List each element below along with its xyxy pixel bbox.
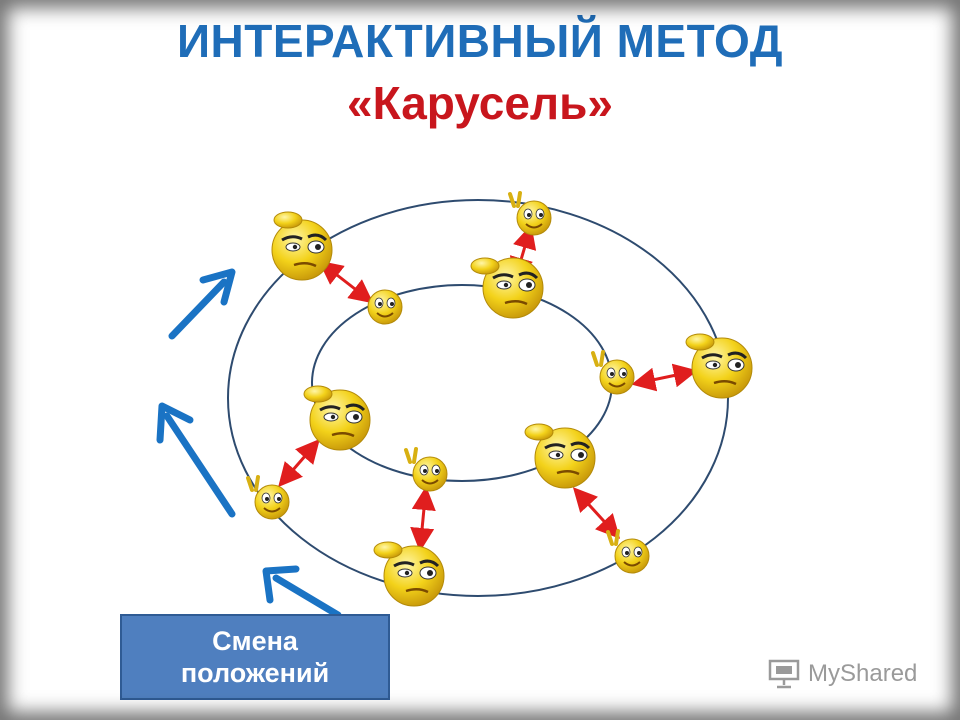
pair-arrow (278, 438, 320, 488)
pair-arrow (410, 486, 436, 552)
rotation-arrow (168, 268, 236, 340)
pair-arrow (318, 260, 374, 304)
label-line-1: Смена (212, 626, 298, 656)
brand-watermark: MyShared (768, 656, 917, 692)
peace-sign-smiley (367, 289, 403, 325)
peace-sign-smiley (591, 350, 635, 395)
label-line-2: положений (180, 658, 330, 688)
peace-sign-smiley (606, 529, 650, 574)
rotation-arrow (156, 402, 236, 518)
brand-text: MyShared (808, 660, 918, 687)
peace-sign-smiley (246, 475, 290, 520)
peace-sign-smiley (508, 191, 552, 236)
rotation-arrow (262, 565, 342, 619)
outer-ring (227, 199, 729, 597)
position-change-label: Смена положений (120, 614, 390, 700)
pair-arrow (631, 363, 698, 392)
thinking-smiley (524, 423, 596, 489)
peace-sign-smiley (404, 447, 448, 492)
thinking-smiley (303, 385, 371, 451)
slide-title: ИНТЕРАКТИВНЫЙ МЕТОД (176, 15, 784, 67)
presentation-board-icon (768, 659, 800, 689)
thinking-smiley (470, 257, 544, 319)
thinking-smiley (373, 541, 445, 607)
thinking-smiley (685, 333, 753, 399)
pair-arrow (572, 487, 621, 539)
thinking-smiley (271, 211, 333, 281)
slide-subtitle: «Карусель» (347, 77, 613, 129)
